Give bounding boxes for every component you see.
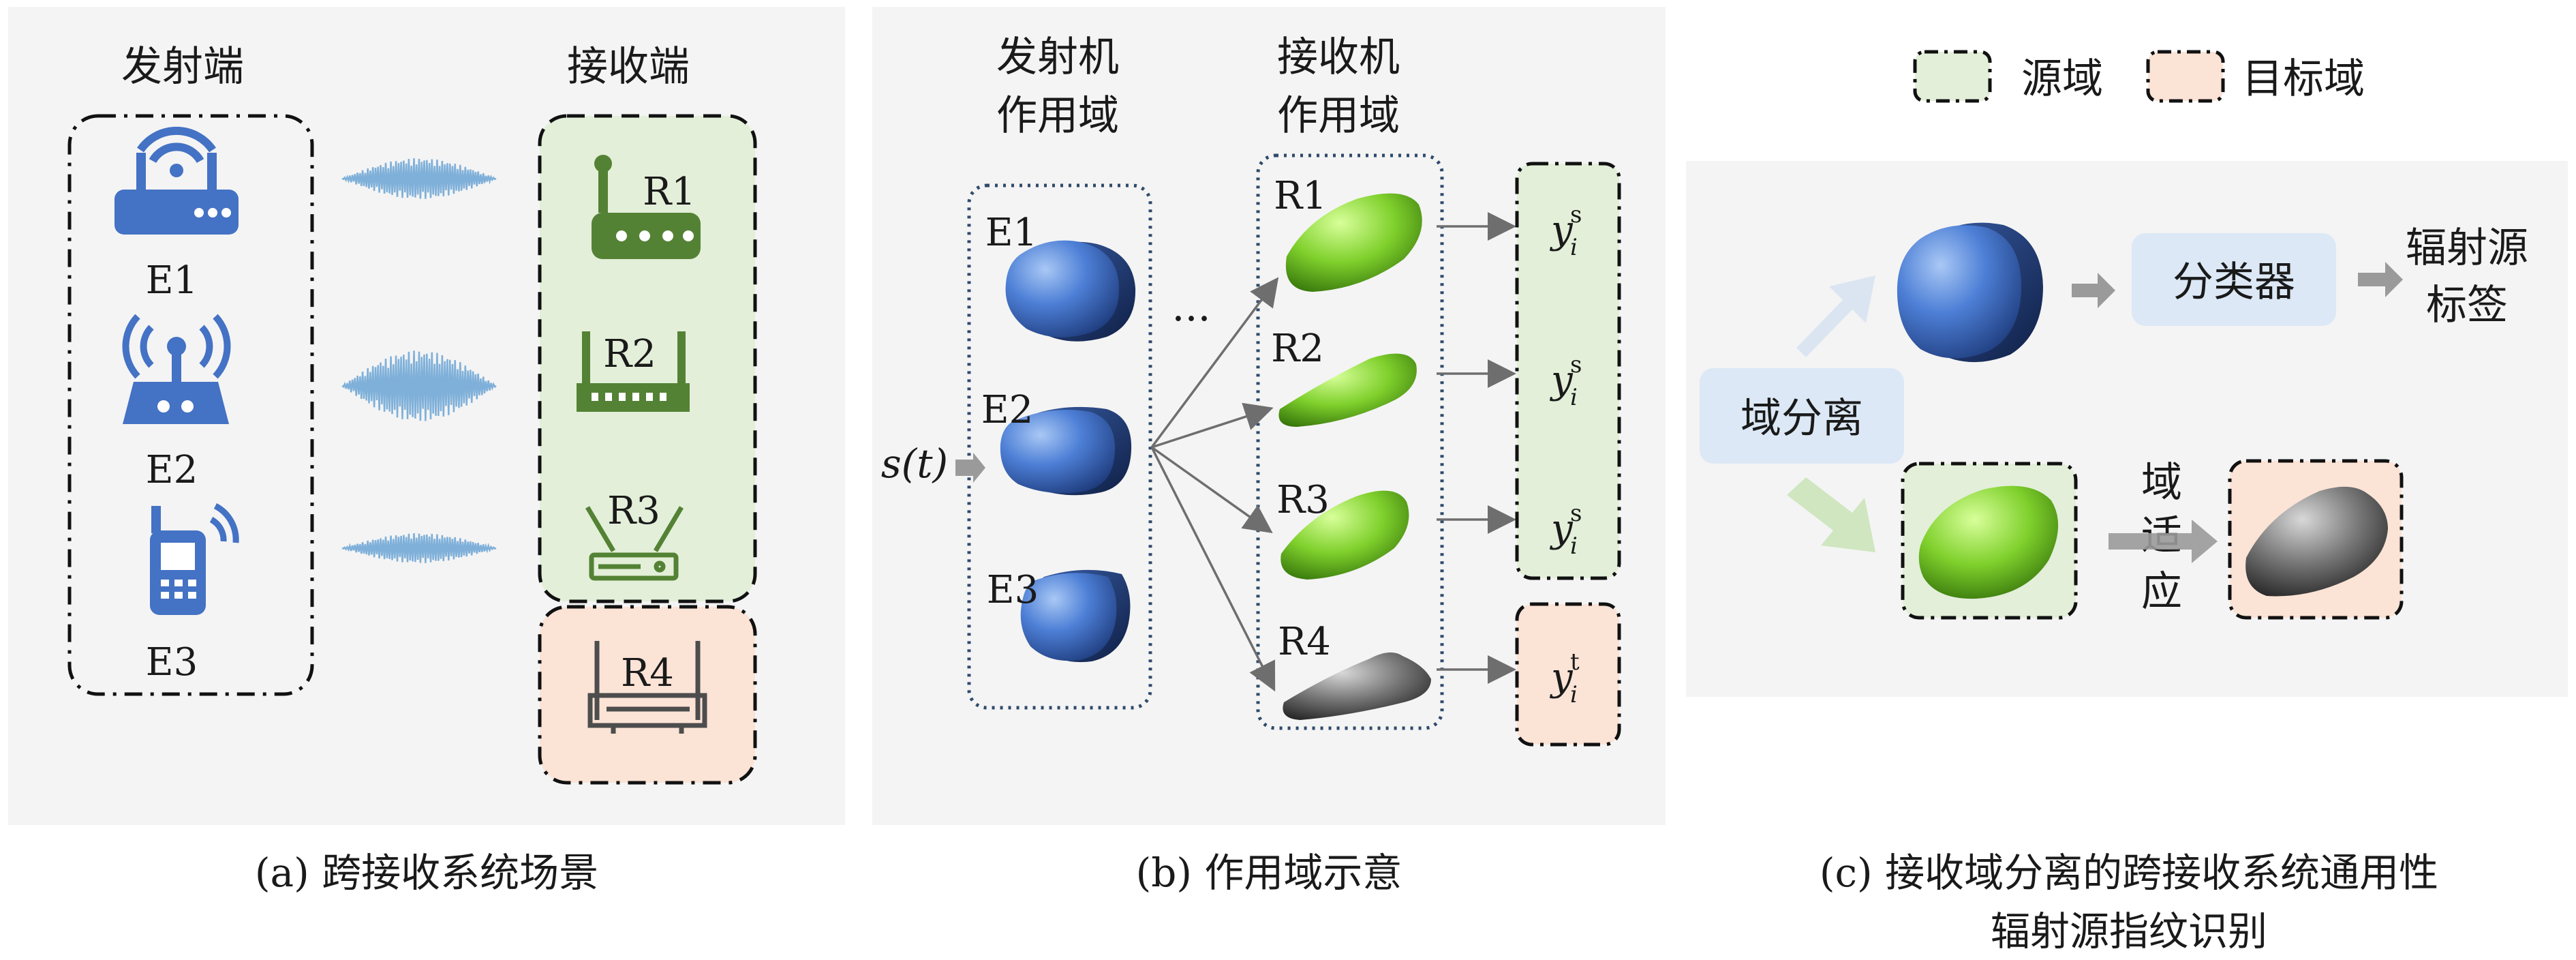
transmitter-e2-label: E2 (146, 448, 198, 492)
target-domain-shape (2245, 486, 2388, 597)
router-icon (587, 641, 707, 734)
rx-r4-label: R4 (1278, 620, 1331, 664)
source-domain-shape (1918, 485, 2059, 599)
rx-r3-label: R3 (1276, 478, 1330, 522)
to-output-arrow (2358, 262, 2403, 297)
receiver-r4-label: R4 (621, 651, 674, 695)
ellipsis: ... (1171, 283, 1210, 331)
signal-label: s(t) (881, 440, 948, 487)
rx-r2-shape (1278, 353, 1417, 427)
caption-a: (a) 跨接收系统场景 (255, 850, 598, 896)
svg-text:i: i (1570, 384, 1578, 411)
rx-r3-shape (1281, 490, 1409, 580)
classifier-label: 分类器 (2173, 258, 2295, 306)
transmitter-group (67, 114, 314, 696)
panel-a: 发射端 接收端 E1 E2 (8, 7, 845, 896)
waveform-2 (341, 350, 497, 421)
legend-target-label: 目标域 (2242, 55, 2365, 103)
source-encoder-shape (1897, 222, 2043, 363)
tx-e1-shape (1005, 240, 1136, 342)
rx-domain-label-line2: 作用域 (1277, 92, 1400, 140)
output-label-2: y i s (1549, 351, 1582, 411)
rx-r1-shape (1285, 193, 1422, 292)
waveform-1 (341, 158, 497, 199)
panel-b: 发射机 作用域 接收机 作用域 E1 E2 E3 ... s(t) (872, 7, 1666, 896)
antenna-router-icon (122, 314, 231, 424)
classifier-box (2132, 233, 2336, 326)
domain-separation-box (1700, 368, 1904, 464)
tx-e2-shape (1000, 406, 1132, 496)
svg-text:y: y (1549, 358, 1574, 402)
svg-text:i: i (1570, 234, 1578, 261)
rx-r2-label: R2 (1271, 327, 1324, 371)
tx-e2-label: E2 (981, 388, 1034, 432)
wifi-router-icon (114, 126, 239, 235)
rx-r1-label: R1 (1274, 174, 1327, 218)
walkie-talkie-icon (150, 503, 239, 615)
waveform-3 (341, 533, 497, 563)
signal-waveform (341, 158, 497, 563)
output-label-1: y i s (1549, 201, 1582, 261)
caption-c-line2: 辐射源指纹识别 (1991, 908, 2267, 955)
svg-text:i: i (1570, 681, 1578, 708)
output-target-box (1515, 602, 1621, 747)
svg-text:y: y (1549, 208, 1574, 252)
receiver-label: 接收端 (567, 43, 690, 91)
svg-text:t: t (1570, 648, 1580, 676)
caption-b: (b) 作用域示意 (1136, 850, 1402, 896)
router-icon (592, 155, 701, 259)
receiver-r3-label: R3 (607, 489, 660, 533)
svg-text:i: i (1570, 532, 1578, 560)
domain-adaptation-arrow (2109, 520, 2218, 563)
svg-text:y: y (1549, 655, 1574, 700)
signal-input-arrow (955, 453, 985, 483)
svg-text:s: s (1570, 500, 1582, 527)
rx-r4-shape (1283, 652, 1431, 720)
legend-source-swatch (1913, 50, 1992, 103)
tx-e1-label: E1 (985, 211, 1038, 255)
caption-c-line1: (c) 接收域分离的跨接收系统通用性 (1820, 850, 2438, 896)
output-source-box (1515, 162, 1621, 580)
adaptation-label-3: 应 (2141, 568, 2182, 616)
router-icon (585, 506, 684, 581)
tx-domain-box (967, 183, 1152, 710)
output-label-3: y i s (1549, 500, 1582, 560)
output-arrows (1437, 212, 1516, 684)
transmitter-label: 发射端 (121, 43, 244, 91)
lower-branch-arrow (1787, 477, 1875, 552)
receiver-r1-label: R1 (643, 170, 696, 214)
upper-branch-arrow (1796, 275, 1875, 357)
tx-domain-label-line1: 发射机 (996, 33, 1119, 81)
adaptation-label-1: 域 (2141, 459, 2182, 507)
output-label-line1: 辐射源 (2406, 224, 2528, 272)
legend-source-label: 源域 (2021, 55, 2103, 103)
output-label-4: y i t (1549, 648, 1580, 708)
to-classifier-arrow (2072, 273, 2115, 308)
output-label-line2: 标签 (2426, 282, 2508, 329)
fan-out-arrows (1150, 277, 1279, 692)
receiver-r2-label: R2 (603, 332, 656, 376)
svg-text:y: y (1549, 507, 1574, 551)
transmitter-e1-label: E1 (146, 258, 198, 303)
tx-domain-label-line2: 作用域 (996, 92, 1119, 140)
tx-e3-label: E3 (987, 568, 1039, 612)
rx-domain-box (1256, 153, 1444, 730)
router-icon (577, 331, 690, 412)
svg-text:s: s (1570, 351, 1582, 378)
legend-target-swatch (2146, 50, 2225, 103)
tx-e3-shape (1020, 569, 1131, 663)
panel-c: 源域 目标域 域分离 分类器 辐射源 标签 域 适 应 (1686, 50, 2568, 955)
svg-text:s: s (1570, 201, 1582, 228)
domain-separation-label: 域分离 (1741, 395, 1863, 442)
transmitter-e3-label: E3 (146, 640, 198, 685)
rx-domain-label-line1: 接收机 (1277, 33, 1400, 81)
